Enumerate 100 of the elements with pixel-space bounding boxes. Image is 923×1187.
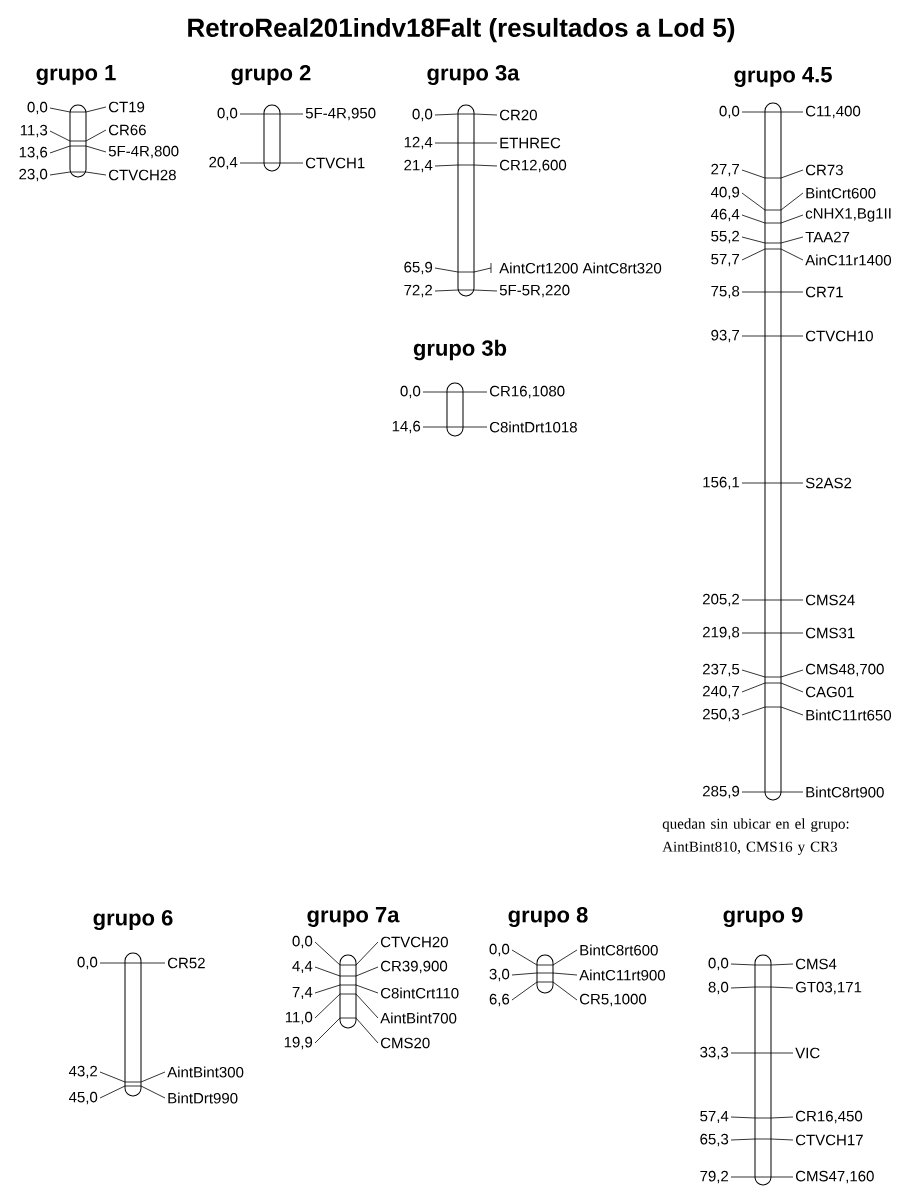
group-heading: grupo 2	[231, 65, 311, 85]
group-heading: grupo 8	[508, 907, 588, 927]
position-label: 57,7	[711, 253, 740, 267]
position-label: 8,0	[708, 981, 729, 995]
group-heading: grupo 3b	[413, 339, 507, 361]
position-label: 14,6	[392, 420, 421, 434]
position-label: 40,9	[710, 186, 740, 200]
position-label: 3,0	[489, 968, 510, 982]
position-label: 65,3	[700, 1133, 729, 1147]
position-label: 0,0	[719, 105, 740, 119]
marker-label: cNHX1,Bg1II	[805, 208, 891, 222]
position-label: 11,3	[20, 124, 48, 138]
marker-label: BintC8rt600	[580, 944, 658, 956]
position-label: 79,2	[700, 1170, 729, 1184]
marker-label: CMS31	[805, 627, 855, 639]
position-label: 0,0	[27, 101, 48, 115]
marker-label: CT19	[108, 101, 145, 113]
marker-label: AintCrt1200 AintC8rt320	[499, 262, 662, 274]
marker-label: CR5,1000	[579, 993, 647, 1007]
marker-label: CR20	[499, 109, 537, 121]
note: quedan sin ubicar en el grupo: AintBint810, CMS16 y CR3	[662, 818, 849, 855]
marker-label: CMS24	[805, 594, 855, 606]
position-label: 43,2	[68, 1065, 98, 1079]
marker-label: GT03,171	[795, 981, 862, 995]
marker-label: CTVCH20	[380, 936, 448, 948]
group-heading: grupo 6	[93, 910, 173, 930]
position-label: 240,7	[703, 685, 740, 699]
marker-label: CTVCH28	[108, 169, 176, 181]
position-label: 237,5	[703, 663, 740, 677]
position-label: 7,4	[292, 986, 313, 1000]
marker-label: CR71	[805, 286, 843, 298]
marker-label: CR16,1080	[489, 385, 565, 399]
marker-label: C8intDrt1018	[489, 421, 577, 433]
position-label: 33,3	[700, 1046, 729, 1060]
marker-label: CR52	[167, 957, 205, 969]
marker-label: CR66	[108, 124, 146, 136]
position-label: 75,8	[711, 285, 740, 299]
position-label: 0,0	[217, 107, 238, 121]
position-label: 0,0	[708, 957, 729, 971]
position-label: 72,2	[404, 284, 433, 298]
marker-label: BintC11rt650	[806, 709, 892, 721]
position-label: 45,0	[68, 1091, 98, 1105]
marker-label: CTVCH1	[305, 157, 365, 169]
marker-label: BintC8rt900	[806, 786, 884, 798]
position-label: 0,0	[292, 935, 313, 949]
position-label: 6,6	[489, 993, 510, 1007]
marker-label: CAG01	[805, 686, 854, 698]
marker-label: ETHREC	[500, 137, 561, 149]
title: RetroReal201indv18Falt (resultados a Lod 5)	[188, 17, 735, 43]
marker-label: VIC	[795, 1047, 820, 1059]
marker-label: S2AS2	[805, 477, 852, 489]
position-label: 65,9	[404, 261, 433, 275]
marker-label: CR12,600	[499, 159, 567, 173]
marker-label: CR39,900	[380, 960, 448, 974]
marker-label: 5F-4R,950	[305, 107, 376, 121]
marker-label: C8intCrt110	[380, 987, 459, 999]
position-label: 12,4	[404, 136, 433, 150]
marker-label: AintBint700	[380, 1012, 457, 1024]
position-label: 0,0	[412, 108, 433, 122]
marker-label: CMS47,160	[795, 1170, 874, 1184]
position-label: 20,4	[209, 156, 238, 170]
group-heading: grupo 1	[36, 65, 116, 85]
position-label: 23,0	[19, 168, 48, 182]
marker-label: BintCrt600	[806, 187, 876, 199]
marker-label: 5F-4R,800	[108, 145, 179, 159]
group-heading: grupo 4.5	[734, 67, 832, 87]
marker-label: CR16,450	[795, 1110, 863, 1124]
position-label: 0,0	[489, 943, 510, 957]
position-label: 27,7	[711, 163, 740, 177]
position-label: 4,4	[292, 960, 313, 974]
group-heading: grupo 9	[723, 907, 803, 927]
marker-label: AintC11rt900	[579, 969, 666, 981]
position-label: 11,0	[285, 1011, 313, 1025]
position-label: 93,7	[711, 329, 740, 343]
position-label: 46,4	[710, 208, 740, 222]
position-label: 0,0	[77, 956, 98, 970]
position-label: 205,2	[703, 593, 740, 607]
position-label: 156,1	[703, 476, 740, 490]
position-label: 19,9	[284, 1036, 313, 1050]
position-label: 285,9	[703, 785, 740, 799]
group-heading: grupo 7a	[307, 907, 400, 927]
group-heading: grupo 3a	[427, 65, 520, 85]
position-label: 13,6	[19, 146, 48, 160]
marker-label: CTVCH10	[805, 330, 873, 342]
marker-label: AintBint300	[167, 1066, 244, 1078]
marker-label: CR73	[805, 164, 843, 176]
position-label: 0,0	[400, 385, 421, 399]
position-label: 21,4	[404, 159, 433, 173]
marker-label: CMS4	[795, 958, 837, 970]
marker-label: CMS20	[380, 1037, 430, 1049]
marker-label: 5F-5R,220	[499, 284, 570, 298]
position-label: 219,8	[703, 626, 740, 640]
marker-label: CMS48,700	[805, 663, 884, 677]
marker-label: TAA27	[805, 231, 850, 243]
position-label: 57,4	[700, 1110, 729, 1124]
marker-label: CTVCH17	[795, 1134, 863, 1146]
position-label: 55,2	[711, 230, 740, 244]
marker-label: C11,400	[805, 105, 861, 119]
position-label: 250,3	[703, 708, 740, 722]
marker-label: AinC11r1400	[805, 254, 892, 266]
